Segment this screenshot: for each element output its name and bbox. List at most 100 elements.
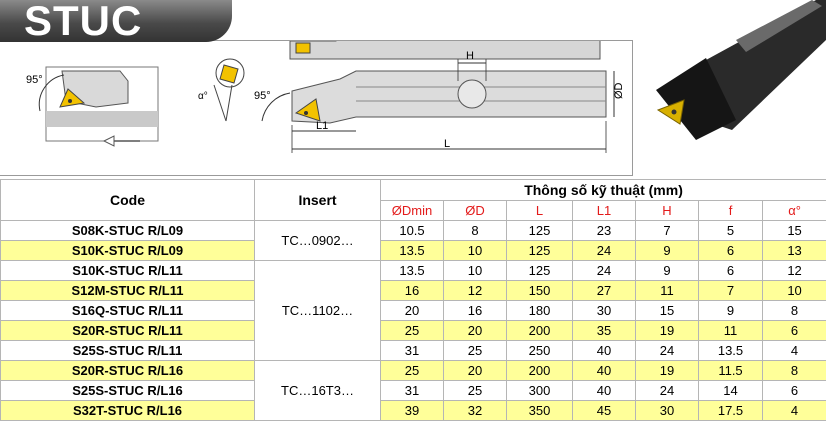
- dim-h: H: [466, 50, 474, 62]
- cell: 7: [635, 220, 699, 241]
- coolant-hole: [457, 79, 487, 109]
- table-row: S12M-STUC R/L11 16 12 150 27 11 7 10: [0, 280, 826, 301]
- left-view: 95°: [26, 66, 159, 147]
- cell: 8: [761, 360, 826, 381]
- header-code: Code: [0, 179, 255, 221]
- cell: 7: [698, 280, 763, 301]
- cell: 8: [443, 220, 507, 241]
- row-code: S25S-STUC R/L16: [0, 380, 255, 401]
- technical-drawing-frame: 95° α° 0°: [0, 22, 633, 176]
- cell: 27: [572, 280, 636, 301]
- header-insert: Insert: [254, 179, 381, 221]
- workpiece-wall: [46, 111, 158, 127]
- cell: 30: [572, 300, 636, 321]
- header-specs: Thông số kỹ thuật (mm): [379, 179, 826, 201]
- cell: 39: [380, 400, 444, 421]
- cell: 15: [761, 220, 826, 241]
- sub-header-d: ØD: [443, 200, 507, 221]
- cell: 9: [635, 240, 699, 261]
- table-row: S10K-STUC R/L11 TC…1102… 13.5 10 125 24 …: [0, 260, 826, 361]
- cell: 14: [698, 380, 763, 401]
- cell: 25: [380, 360, 444, 381]
- cell: 9: [635, 260, 699, 281]
- cell: 180: [506, 300, 573, 321]
- top-view: 0°: [258, 22, 601, 60]
- page-title: STUC: [24, 0, 143, 44]
- cell: 200: [506, 360, 573, 381]
- cell: 23: [572, 220, 636, 241]
- row-code: S16Q-STUC R/L11: [0, 300, 255, 321]
- cell: 16: [443, 300, 507, 321]
- row-code: S10K-STUC R/L11: [0, 260, 255, 281]
- cell: 25: [443, 380, 507, 401]
- cell: 12: [443, 280, 507, 301]
- cell: 20: [380, 300, 444, 321]
- cell: 8: [761, 300, 826, 321]
- cell: 150: [506, 280, 573, 301]
- cell: 35: [572, 320, 636, 341]
- cell: 125: [506, 220, 573, 241]
- table-row: S10K-STUC R/L09 13.5 10 125 24 9 6 13: [0, 240, 826, 261]
- drawing-panel: 95° α° 0°: [0, 0, 826, 176]
- table-row: S32T-STUC R/L16 39 32 350 45 30 17.5 4: [0, 400, 826, 421]
- cell: 6: [698, 260, 763, 281]
- insert-icon-left: [59, 88, 86, 108]
- cell: 32: [443, 400, 507, 421]
- cell: 13.5: [380, 260, 444, 281]
- insert-detail-icon: [219, 64, 239, 84]
- dim-l: L: [444, 138, 450, 150]
- cell: 24: [572, 260, 636, 281]
- cell: 10: [443, 260, 507, 281]
- table-row: S16Q-STUC R/L11 20 16 180 30 15 9 8: [0, 300, 826, 321]
- row-code: S25S-STUC R/L11: [0, 340, 255, 361]
- cell: 125: [506, 260, 573, 281]
- cell: 40: [572, 340, 636, 361]
- cell: 6: [761, 320, 826, 341]
- sub-header-f: f: [698, 200, 763, 221]
- cell: 10: [761, 280, 826, 301]
- cell: 13.5: [698, 340, 763, 361]
- cell: 125: [506, 240, 573, 261]
- dim-d: ØD: [613, 82, 625, 99]
- sub-header-dmin: ØDmin: [380, 200, 444, 221]
- cell: 350: [506, 400, 573, 421]
- row-code: S20R-STUC R/L11: [0, 320, 255, 341]
- cell: 16: [380, 280, 444, 301]
- title-banner: STUC: [0, 0, 232, 44]
- technical-drawing: 95° α° 0°: [26, 22, 625, 153]
- main-view: 95° H ØD L1 L: [254, 50, 625, 153]
- table-row: S20R-STUC R/L16 TC…16T3… 25 20 200 40 19…: [0, 360, 826, 421]
- cell: 25: [380, 320, 444, 341]
- row-code: S12M-STUC R/L11: [0, 280, 255, 301]
- spec-table: Code Insert Thông số kỹ thuật (mm) ØDmin…: [0, 179, 826, 421]
- cell: 11.5: [698, 360, 763, 381]
- feed-arrow-icon: [102, 135, 115, 147]
- cell: 17.5: [698, 400, 763, 421]
- row-code: S20R-STUC R/L16: [0, 360, 255, 381]
- cell: 25: [443, 340, 507, 361]
- cell: 13.5: [380, 240, 444, 261]
- cell: 19: [635, 320, 699, 341]
- detail-view: α°: [198, 58, 245, 122]
- row-code: S32T-STUC R/L16: [0, 400, 255, 421]
- cell: 9: [698, 300, 763, 321]
- cell: 11: [698, 320, 763, 341]
- cell: 31: [380, 340, 444, 361]
- sub-header-l1: L1: [572, 200, 636, 221]
- cell: 30: [635, 400, 699, 421]
- dim-l1: L1: [316, 120, 328, 132]
- cell: 15: [635, 300, 699, 321]
- sub-header-row: ØDmin ØD L L1 H f α°: [1, 200, 826, 221]
- cell: 4: [761, 400, 826, 421]
- cell: 6: [761, 380, 826, 401]
- cell: 24: [635, 380, 699, 401]
- sub-header-l: L: [506, 200, 573, 221]
- sub-header-alpha: α°: [761, 200, 826, 221]
- insert-cell: TC…1102…: [254, 260, 381, 361]
- insert-cell: TC…0902…: [254, 220, 381, 261]
- cell: 10.5: [380, 220, 444, 241]
- table-row: S25S-STUC R/L11 31 25 250 40 24 13.5 4: [0, 340, 826, 361]
- cell: 40: [572, 380, 636, 401]
- cell: 12: [761, 260, 826, 281]
- sub-header-h: H: [635, 200, 699, 221]
